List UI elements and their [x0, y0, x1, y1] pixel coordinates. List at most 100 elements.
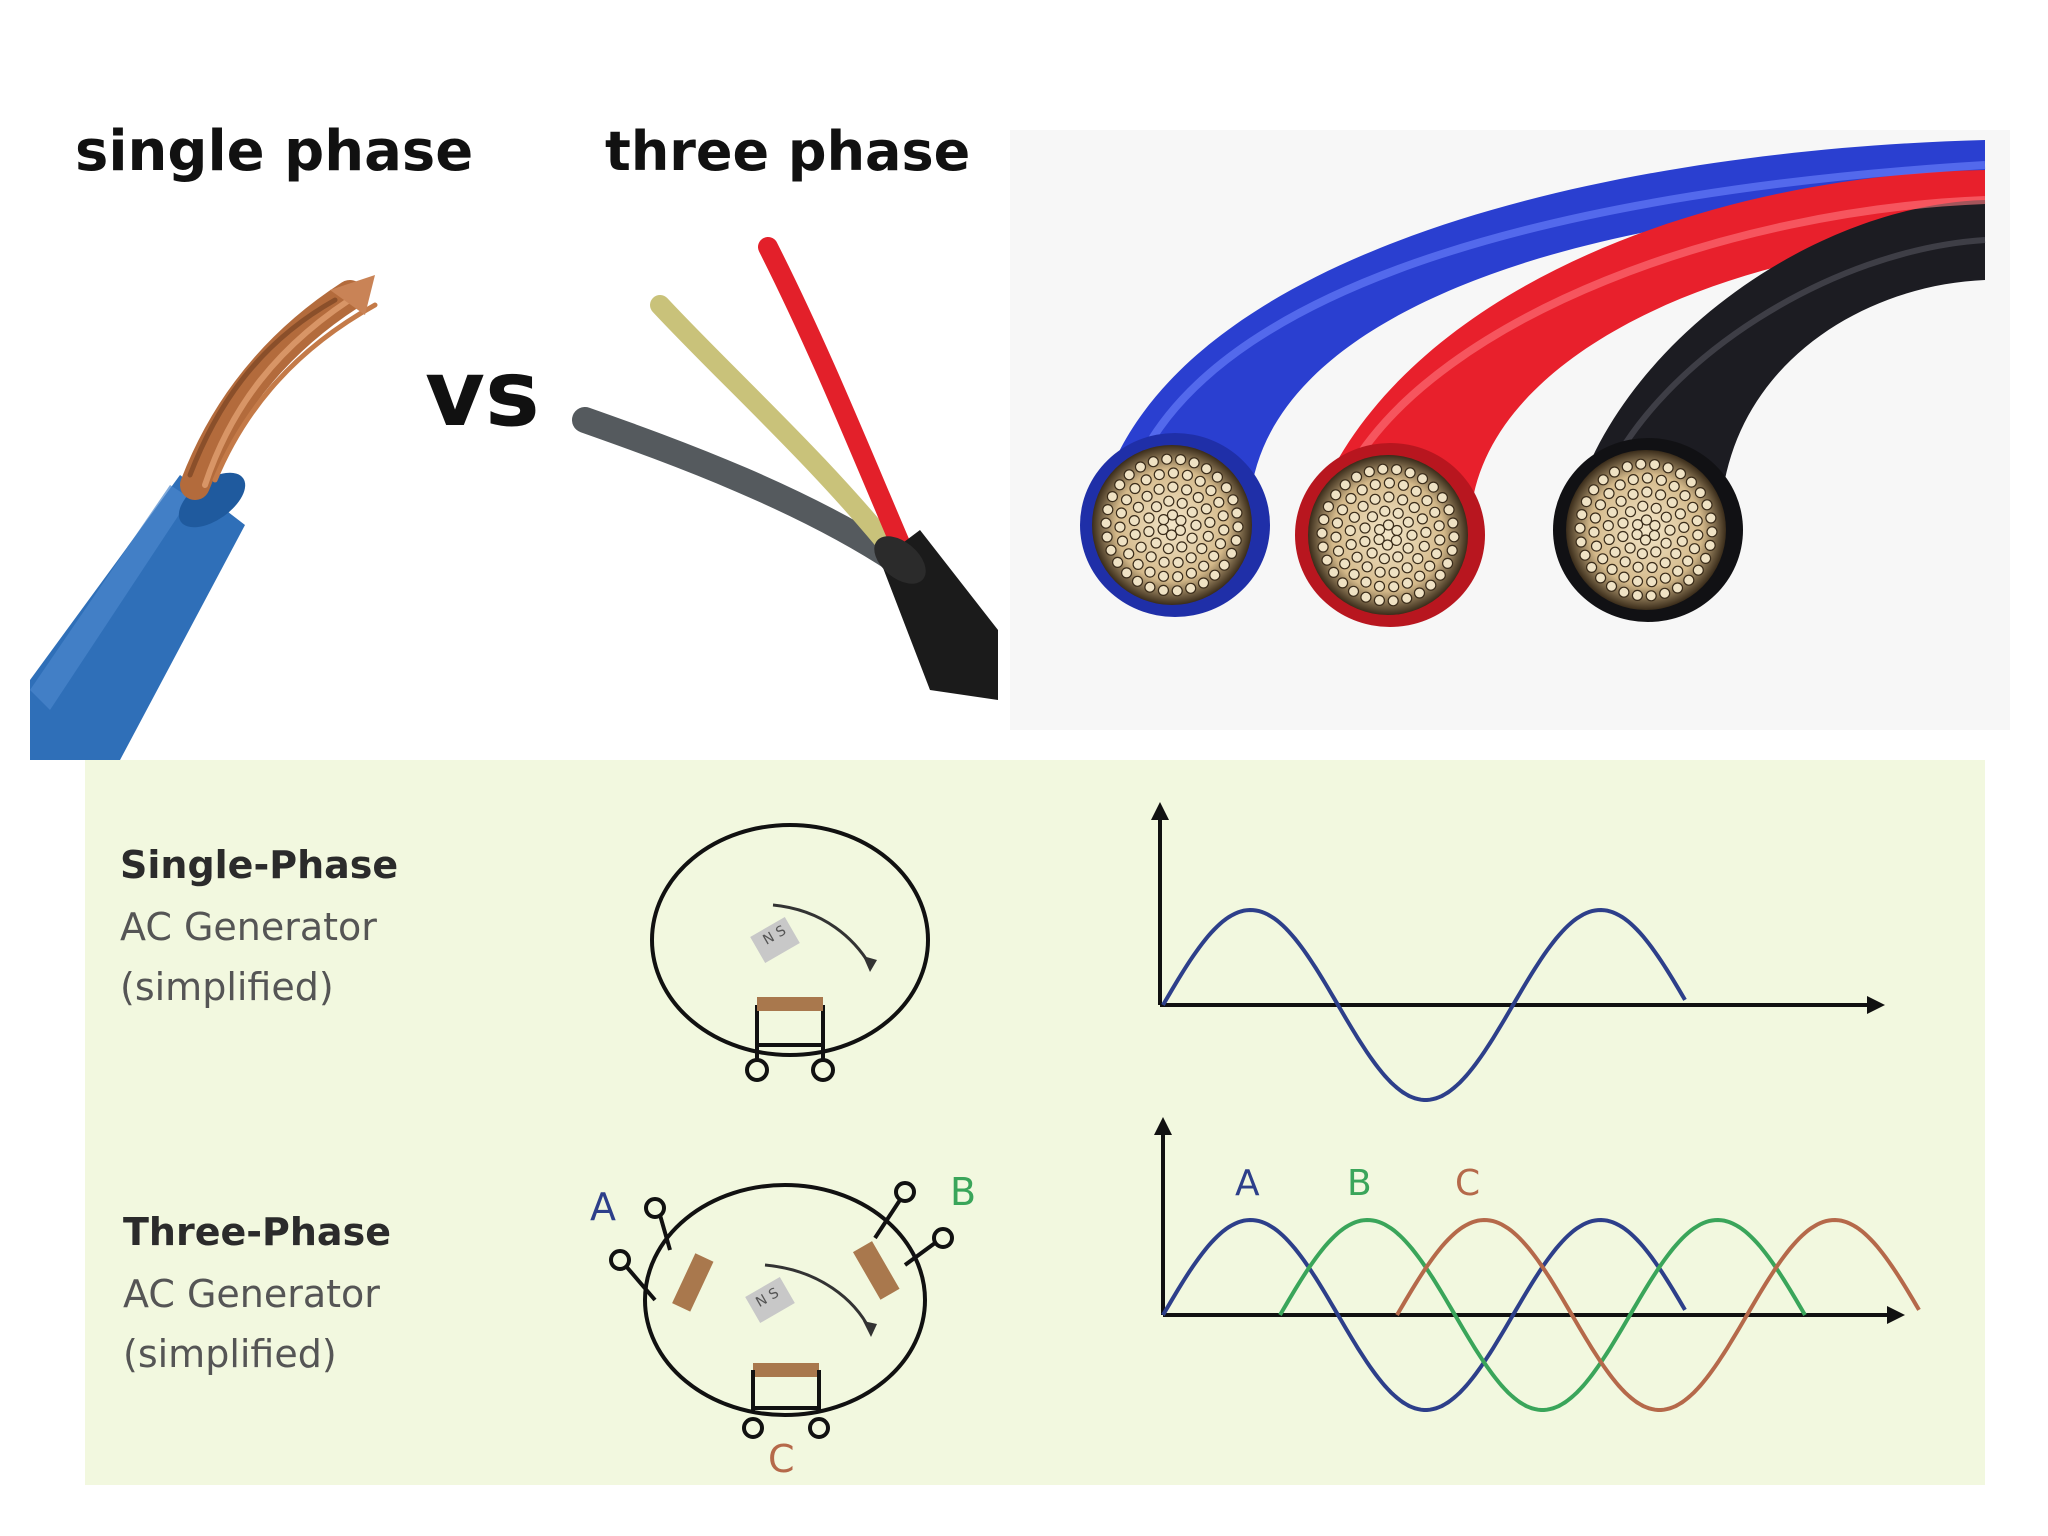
- wire-comparison-illustration: single phase three phase vs: [30, 119, 998, 760]
- strand: [1106, 491, 1119, 503]
- strand: [1646, 576, 1658, 588]
- cables-photo-panel: [1010, 130, 2010, 730]
- strand: [1401, 562, 1413, 574]
- phase-b-sine: [1278, 1217, 1807, 1412]
- three-y-arrow: [1154, 1117, 1172, 1135]
- strand: [1214, 538, 1227, 550]
- strand: [1128, 515, 1140, 527]
- strand: [1171, 585, 1183, 597]
- strand: [1174, 524, 1186, 536]
- strand: [1404, 467, 1416, 479]
- strand: [1576, 509, 1588, 521]
- strand: [1406, 529, 1418, 541]
- strand: [1357, 500, 1369, 512]
- strand: [1701, 499, 1713, 511]
- strand: [1430, 548, 1443, 560]
- strand: [1579, 549, 1591, 561]
- strand: [1339, 479, 1351, 491]
- strand: [1176, 497, 1188, 509]
- strand: [1217, 510, 1229, 522]
- three-phase-title: Three-Phase: [123, 1210, 391, 1254]
- strand: [1185, 552, 1197, 564]
- strand: [1366, 547, 1378, 559]
- strand: [1123, 469, 1135, 481]
- strand: [1603, 487, 1615, 500]
- strand: [1585, 561, 1598, 573]
- strand: [1618, 571, 1630, 583]
- strand: [1337, 577, 1349, 589]
- strand: [1101, 531, 1113, 543]
- strand: [1377, 463, 1389, 475]
- strand: [1436, 492, 1448, 504]
- strand: [1316, 527, 1328, 539]
- strand: [1116, 535, 1129, 547]
- strand: [1381, 539, 1394, 551]
- strand: [1387, 595, 1399, 607]
- strand: [1674, 468, 1687, 480]
- strand: [1390, 534, 1402, 546]
- strand: [1202, 530, 1214, 542]
- strand: [1641, 486, 1653, 498]
- strand: [1132, 558, 1144, 570]
- strand: [1683, 574, 1695, 586]
- strand: [1162, 543, 1174, 555]
- strand: [1649, 519, 1661, 532]
- strand: [1194, 475, 1206, 487]
- three-phase-generator: [609, 1181, 954, 1439]
- strand: [1147, 456, 1159, 468]
- strand: [1427, 481, 1439, 493]
- strand: [1186, 532, 1198, 544]
- strand: [1425, 579, 1437, 591]
- three-phase-note: (simplified): [123, 1332, 337, 1376]
- single-phase-subtitle: AC Generator: [120, 905, 377, 949]
- strand: [1211, 471, 1223, 483]
- strand: [1351, 551, 1363, 563]
- strand: [1163, 495, 1175, 507]
- strand: [1408, 501, 1420, 514]
- strand: [1659, 587, 1671, 599]
- strand: [1100, 517, 1112, 529]
- strand: [1111, 556, 1124, 568]
- strand: [1655, 474, 1668, 486]
- conductor-strands: [1100, 453, 1718, 607]
- strand: [1594, 572, 1607, 584]
- strand: [1318, 514, 1330, 526]
- strand: [1402, 542, 1414, 554]
- strand: [1705, 512, 1717, 524]
- wire-comparison-panel: single phase three phase vs: [30, 90, 998, 760]
- strand: [1670, 548, 1682, 560]
- strand: [1232, 521, 1244, 533]
- strand: [1594, 499, 1607, 511]
- strand: [1331, 517, 1343, 529]
- strand: [1332, 545, 1345, 557]
- strand: [1144, 566, 1156, 578]
- strand: [1624, 506, 1637, 518]
- strand: [1204, 516, 1216, 528]
- single-phase-wire: [30, 275, 378, 760]
- strand: [1153, 469, 1165, 481]
- strand: [1602, 520, 1614, 532]
- coil-b: [852, 1241, 900, 1300]
- strand: [1614, 479, 1626, 491]
- single-phase-heading: single phase: [75, 119, 473, 184]
- strand: [1141, 490, 1153, 502]
- strand: [1685, 476, 1698, 488]
- strand: [1588, 484, 1600, 496]
- strand: [1135, 541, 1147, 553]
- strand: [1120, 567, 1133, 579]
- strand: [1120, 494, 1133, 506]
- strand: [1688, 543, 1701, 555]
- strand: [1397, 479, 1409, 491]
- strand: [1597, 553, 1609, 565]
- coil-a: [672, 1253, 714, 1312]
- three-cables-illustration: [1080, 140, 1986, 627]
- strand: [1382, 519, 1395, 531]
- strand: [1627, 488, 1639, 500]
- strand: [1348, 568, 1360, 580]
- strand: [1639, 534, 1652, 546]
- strand: [1153, 483, 1165, 495]
- strand: [1650, 546, 1662, 558]
- strand: [1158, 556, 1170, 568]
- strand: [1678, 521, 1690, 533]
- strand: [1167, 467, 1179, 479]
